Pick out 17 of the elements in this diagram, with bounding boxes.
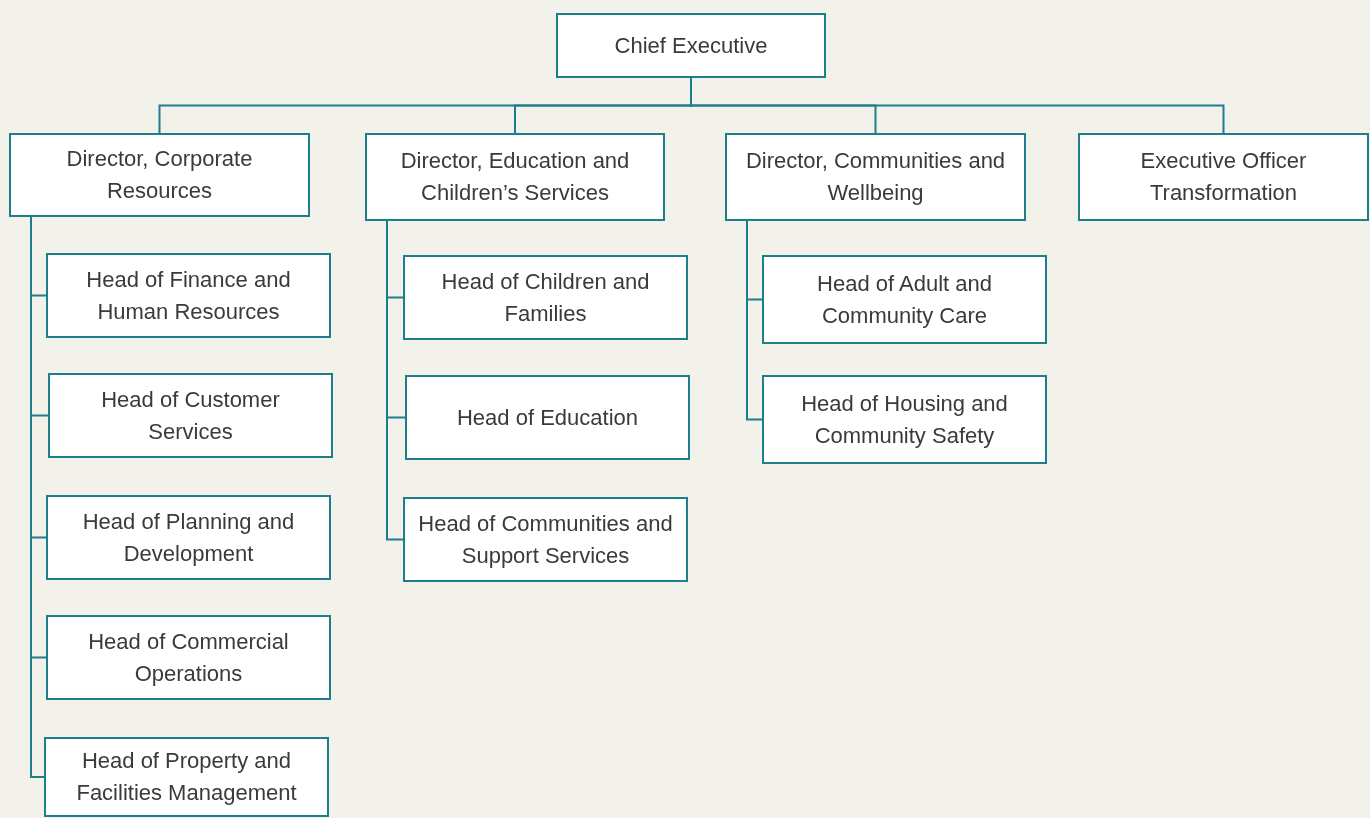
org-box: Director, Education and Children’s Services <box>365 133 665 221</box>
connector-line <box>746 220 763 421</box>
org-box: Head of Planning and Development <box>46 495 331 580</box>
org-box: Head of Children and Families <box>403 255 688 340</box>
org-box: Head of Commercial Operations <box>46 615 331 700</box>
connector-line <box>386 220 404 541</box>
org-box: Director, Communities and Wellbeing <box>725 133 1026 221</box>
org-box: Head of Adult and Community Care <box>762 255 1047 344</box>
org-box: Head of Finance and Human Resources <box>46 253 331 338</box>
org-box: Head of Housing and Community Safety <box>762 375 1047 464</box>
org-box: Head of Communities and Support Services <box>403 497 688 582</box>
org-box: Chief Executive <box>556 13 826 78</box>
org-box: Head of Education <box>405 375 690 460</box>
org-box: Director, Corporate Resources <box>9 133 310 217</box>
org-box: Head of Property and Facilities Management <box>44 737 329 817</box>
org-box: Head of Customer Services <box>48 373 333 458</box>
org-box: Executive Officer Transformation <box>1078 133 1369 221</box>
